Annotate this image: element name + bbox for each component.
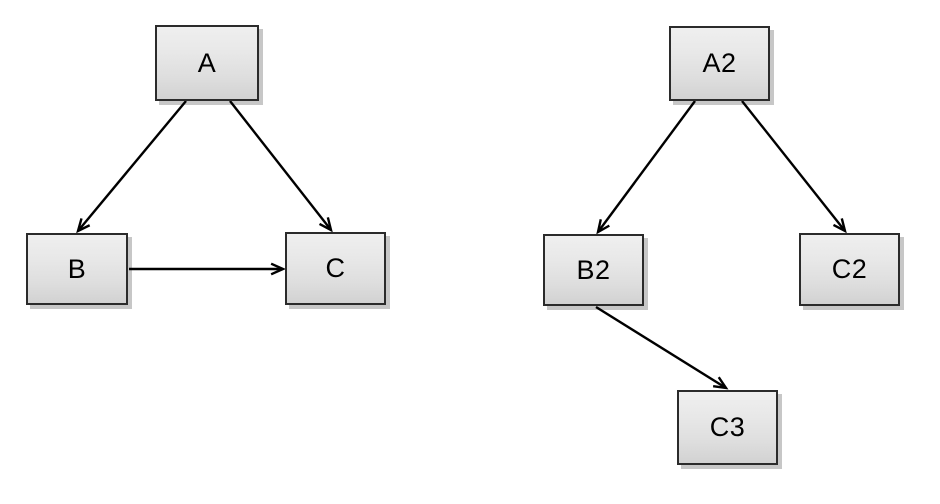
node-b2[interactable]: B2 <box>543 234 644 306</box>
node-a-label: A <box>197 47 217 78</box>
node-b-label: B <box>67 253 87 284</box>
arrowhead-a2-b2 <box>596 219 610 235</box>
arrowhead-a-b <box>76 218 91 234</box>
arrowhead-a-c <box>318 217 333 233</box>
node-c2-label: C2 <box>831 254 868 284</box>
edge-a2-b2 <box>597 100 696 233</box>
node-b[interactable]: B <box>26 233 128 305</box>
node-c-label: C <box>325 253 346 283</box>
arrowhead-b2-c3 <box>712 376 729 390</box>
node-c2[interactable]: C2 <box>799 233 900 306</box>
node-b2-label: B2 <box>576 254 611 285</box>
node-a2[interactable]: A2 <box>669 26 770 101</box>
node-c[interactable]: C <box>285 232 386 305</box>
edge-a-b <box>77 100 187 232</box>
node-c3[interactable]: C3 <box>677 390 778 465</box>
node-a[interactable]: A <box>155 25 259 101</box>
edge-b2-c3 <box>595 305 727 390</box>
arrowhead-b-c <box>270 262 286 276</box>
node-a2-label: A2 <box>702 48 737 78</box>
edge-a-c <box>229 100 332 231</box>
edge-a2-c2 <box>741 100 846 232</box>
node-c3-label: C3 <box>709 412 746 442</box>
arrowhead-a2-c2 <box>832 218 847 234</box>
